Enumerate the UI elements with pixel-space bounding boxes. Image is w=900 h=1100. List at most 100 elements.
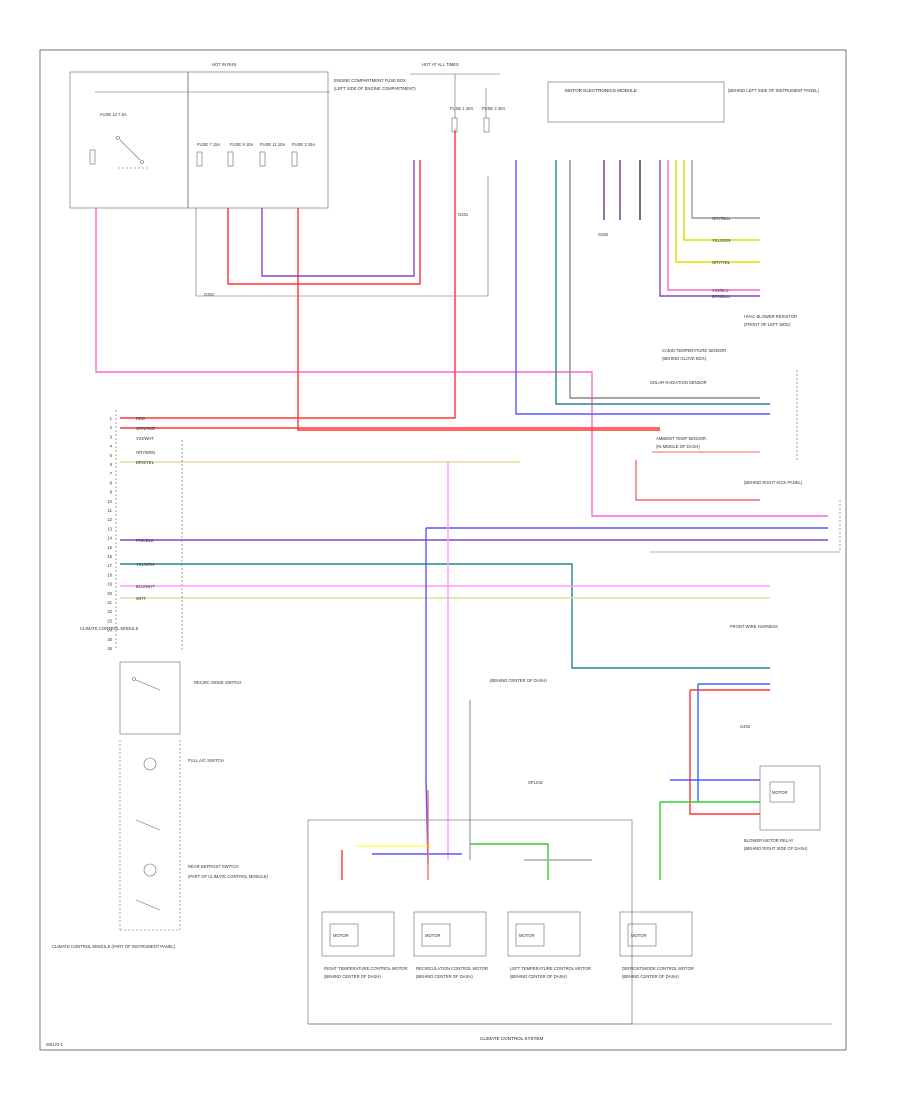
- switch-4-label: (PART OF CLIMATE CONTROL MODULE): [188, 874, 269, 879]
- connector-pin-3: 3: [110, 434, 113, 439]
- fuse-c-label: FUSE 9 10A: [230, 142, 253, 147]
- connector-pin-13: 13: [107, 526, 112, 531]
- connector-pin-8: 8: [110, 480, 113, 485]
- connector-name: CLIMATE CONTROL MODULE: [80, 626, 139, 631]
- actuator-label-1: RIGHT TEMPERATURE CONTROL MOTOR: [324, 966, 408, 971]
- fuse-f-symbol: [451, 117, 458, 133]
- connector-pin-18: 18: [107, 572, 112, 577]
- wire-pnk-label: PNK/BLK: [136, 538, 154, 543]
- relay-label: BLOWER MOTOR RELAY: [744, 838, 794, 843]
- wires: [95, 130, 828, 880]
- actuator-label-3: LEFT TEMPERATURE CONTROL MOTOR: [510, 966, 591, 971]
- wire-label-e: BRN/BLU: [712, 294, 730, 299]
- actuators: MOTOR RIGHT TEMPERATURE CONTROL MOTOR (BEH…: [321, 911, 694, 979]
- actuator-box-3: [507, 911, 581, 957]
- ref-a-label: (FRONT OF LEFT SIDE): [744, 322, 791, 327]
- connector-pin-24: 24: [107, 628, 112, 633]
- fuse-g-label: FUSE 4 30A: [482, 106, 505, 111]
- actuator-box-4: [619, 911, 693, 957]
- connector-pin-14: 14: [107, 536, 112, 541]
- connector-pin-5: 5: [110, 453, 113, 458]
- top-fuse-box: HOT IN RUN HOT AT ALL TIMES ENGINE COMPA…: [69, 62, 505, 209]
- system-title: CLIMATE CONTROL SYSTEM: [480, 1036, 543, 1041]
- ambient-label: AMBIENT TEMP SENSOR: [656, 436, 706, 441]
- fuse-a-symbol: [89, 149, 96, 165]
- corner-label: CLIMATE CONTROL MODULE (PART OF INSTRUME…: [52, 944, 176, 949]
- actuator-note-4: (BEHIND CENTER OF DASH): [622, 974, 679, 979]
- wire-gry-label: GRY/BRN: [136, 450, 155, 455]
- fuse-b-symbol: [196, 151, 203, 167]
- fuse-f-label: FUSE 1 20A: [450, 106, 473, 111]
- footer-code: W0123-1: [46, 1042, 64, 1047]
- connector-pin-23: 23: [107, 618, 112, 623]
- wire-yel-label: YEL/GRN: [136, 562, 154, 567]
- wire-vio-label: VIO/WHT: [136, 436, 154, 441]
- actuator-motor-text-1: MOTOR: [333, 933, 349, 938]
- connector-pin-21: 21: [107, 600, 112, 605]
- connector-pin-15: 15: [107, 545, 112, 550]
- actuator-motor-icon-1: [329, 923, 359, 947]
- fuse-c-symbol: [227, 151, 234, 167]
- connector-pin-6: 6: [110, 462, 113, 467]
- actuator-box-2: [413, 911, 487, 957]
- fuse-d-symbol: [259, 151, 266, 167]
- connector-pin-11: 11: [108, 508, 113, 513]
- wire-label-d: VIO/BLU: [712, 288, 729, 293]
- fuse-a-label: FUSE 12 7.5A: [100, 112, 127, 117]
- ground-g1: G302: [598, 232, 609, 237]
- actuator-label-4: DEFROST/MODE CONTROL MOTOR: [622, 966, 694, 971]
- right-side-sensors: CABIN TEMPERATURE SENSOR (BEHIND GLOVE B…: [650, 348, 841, 553]
- motor-module-label: MOTOR ELECTRONICS MODULE: [565, 88, 637, 93]
- connector-pin-25: 25: [107, 637, 112, 642]
- connector-pin-10: 10: [107, 499, 112, 504]
- switch-1-label: RECIRC MODE SWITCH: [194, 680, 241, 685]
- connector-pin-1: 1: [110, 416, 113, 421]
- switch-3-label: REAR DEFROST SWITCH: [188, 864, 238, 869]
- actuator-note-3: (BEHIND CENTER OF DASH): [510, 974, 567, 979]
- connector-pin-19: 19: [107, 582, 112, 587]
- relay-motor-text: MOTOR: [772, 790, 788, 795]
- connector-pin-20: 20: [107, 591, 112, 596]
- splice-label: SPLICE: [528, 780, 543, 785]
- actuator-note-1: (BEHIND CENTER OF DASH): [324, 974, 381, 979]
- wire-red-label: RED: [136, 416, 145, 421]
- actuator-motor-text-2: MOTOR: [425, 933, 441, 938]
- connector-pins: 1234567891011121314151617181920212223242…: [107, 416, 112, 651]
- connector-pin-17: 17: [107, 563, 112, 568]
- actuator-note: (BEHIND CENTER OF DASH): [490, 678, 547, 683]
- blower-relay: MOTOR BLOWER MOTOR RELAY (BEHIND RIGHT S…: [490, 624, 821, 851]
- connector-pin-26: 26: [107, 646, 112, 651]
- fuse-e-symbol: [291, 151, 298, 167]
- wire-blu-label: BLU/WHT: [136, 584, 155, 589]
- fuse-box-note: (LEFT SIDE OF ENGINE COMPARTMENT): [334, 86, 416, 91]
- ground-g2: G301: [204, 292, 215, 297]
- connector-pin-12: 12: [107, 517, 112, 522]
- fuse-d-label: FUSE 11 10A: [260, 142, 285, 147]
- right-note-label: (BEHIND LEFT SIDE OF INSTRUMENT PANEL): [728, 88, 820, 93]
- connector-pin-4: 4: [110, 444, 113, 449]
- motor-electronics-module: MOTOR ELECTRONICS MODULE (BEHIND LEFT SI…: [547, 81, 820, 123]
- actuator-motor-icon-2: [421, 923, 451, 947]
- actuator-block: CLIMATE CONTROL SYSTEM: [307, 819, 832, 1041]
- switch-stack: RECIRC MODE SWITCH FULL A/C SWITCH REAR …: [52, 661, 269, 949]
- ref-d-label: (BEHIND RIGHT KICK PANEL): [744, 480, 803, 485]
- actuator-label-2: RECIRCULATION CONTROL MOTOR: [416, 966, 488, 971]
- fuse-box-label: ENGINE COMPARTMENT FUSE BOX: [334, 78, 406, 83]
- connector-pin-16: 16: [107, 554, 112, 559]
- actuator-box-1: [321, 911, 395, 957]
- diagram-frame: [39, 49, 847, 1051]
- actuator-motor-text-4: MOTOR: [631, 933, 647, 938]
- hvac-label: HVAC BLOWER RESISTOR: [744, 314, 797, 319]
- wire-wht-label: WHT: [136, 596, 146, 601]
- fuse-e-label: FUSE 3 15A: [292, 142, 315, 147]
- wire-label-a: GRY/BLU: [712, 216, 730, 221]
- climate-control-module-connector: CLIMATE CONTROL MODULE RED GRN/RED VIO/W…: [80, 410, 183, 650]
- ref-b-label: (BEHIND GLOVE BOX): [662, 356, 707, 361]
- wire-brn-label: BRN/YEL: [136, 460, 155, 465]
- relay-ref: (BEHIND RIGHT SIDE OF DASH): [744, 846, 808, 851]
- sun-label: SOLAR RADIATION SENSOR: [650, 380, 707, 385]
- fuse-g-symbol: [483, 117, 490, 133]
- ground-g3: G201: [458, 212, 469, 217]
- connector-pin-22: 22: [107, 609, 112, 614]
